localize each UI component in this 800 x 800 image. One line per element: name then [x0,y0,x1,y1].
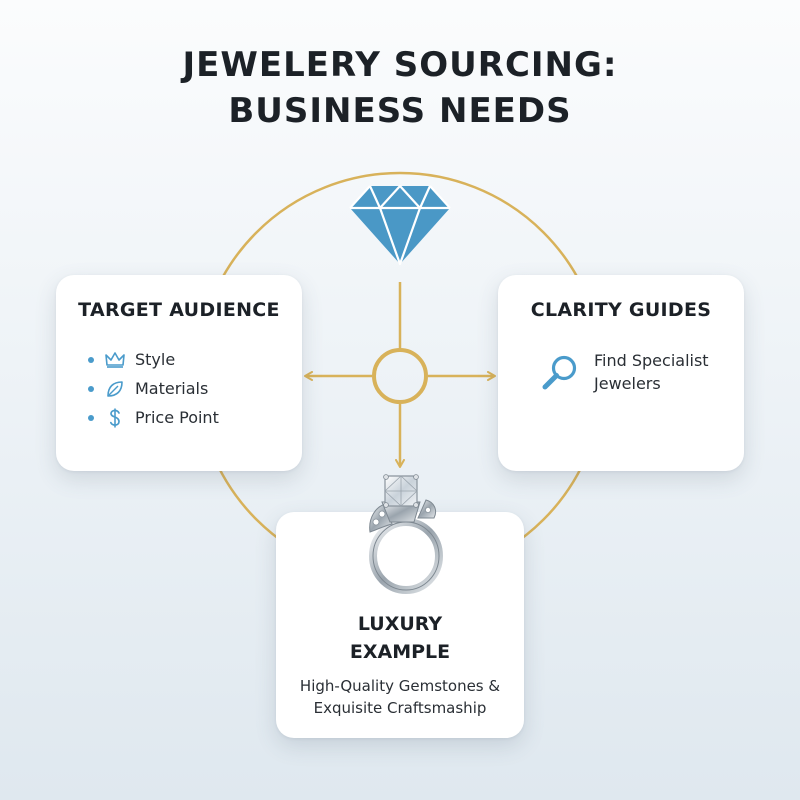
crown-icon [104,350,126,370]
hub-circle [372,348,428,404]
ring-icon [369,474,443,594]
clarity-guides-row: Find Specialist Jewelers [540,349,734,395]
luxury-example-card [276,512,524,738]
luxury-example-title-line-2: EXAMPLE [349,641,451,663]
list-item: Style [84,345,219,374]
clarity-guides-text-line-1: Find Specialist [594,351,709,370]
luxury-example-description: High-Quality Gemstones & Exquisite Craft… [276,675,524,719]
clarity-guides-card: CLARITY GUIDES Find Specialist Jewelers [498,275,744,471]
list-item-label: Price Point [135,408,219,427]
bullet [88,414,94,421]
target-audience-card: TARGET AUDIENCE Style Materials [56,275,302,471]
luxury-example-title: LUXURY EXAMPLE [0,610,800,666]
luxury-example-desc-line-1: High-Quality Gemstones & [299,677,501,695]
title-line-2: BUSINESS NEEDS [228,91,572,131]
search-icon [542,355,577,390]
bullet [88,356,94,363]
clarity-guides-title: CLARITY GUIDES [530,299,712,321]
luxury-example-desc-line-2: Exquisite Craftsmaship [313,699,487,717]
target-audience-title: TARGET AUDIENCE [78,299,280,321]
list-item: Materials [84,374,219,403]
bullet [88,385,94,392]
diamond-icon [349,184,451,266]
clarity-guides-text-line-2: Jewelers [594,374,661,393]
list-item-label: Style [135,350,176,369]
list-item: Price Point [84,403,219,432]
leaf-icon [104,379,126,399]
dollar-icon [104,408,126,428]
title-line-1: JEWELERY SOURCING: [182,45,618,85]
luxury-example-title-line-1: LUXURY [357,613,443,635]
clarity-guides-text: Find Specialist Jewelers [594,349,734,395]
target-audience-list: Style Materials Price Point [84,345,219,432]
list-item-label: Materials [135,379,209,398]
page-title: JEWELERY SOURCING: BUSINESS NEEDS [0,42,800,134]
